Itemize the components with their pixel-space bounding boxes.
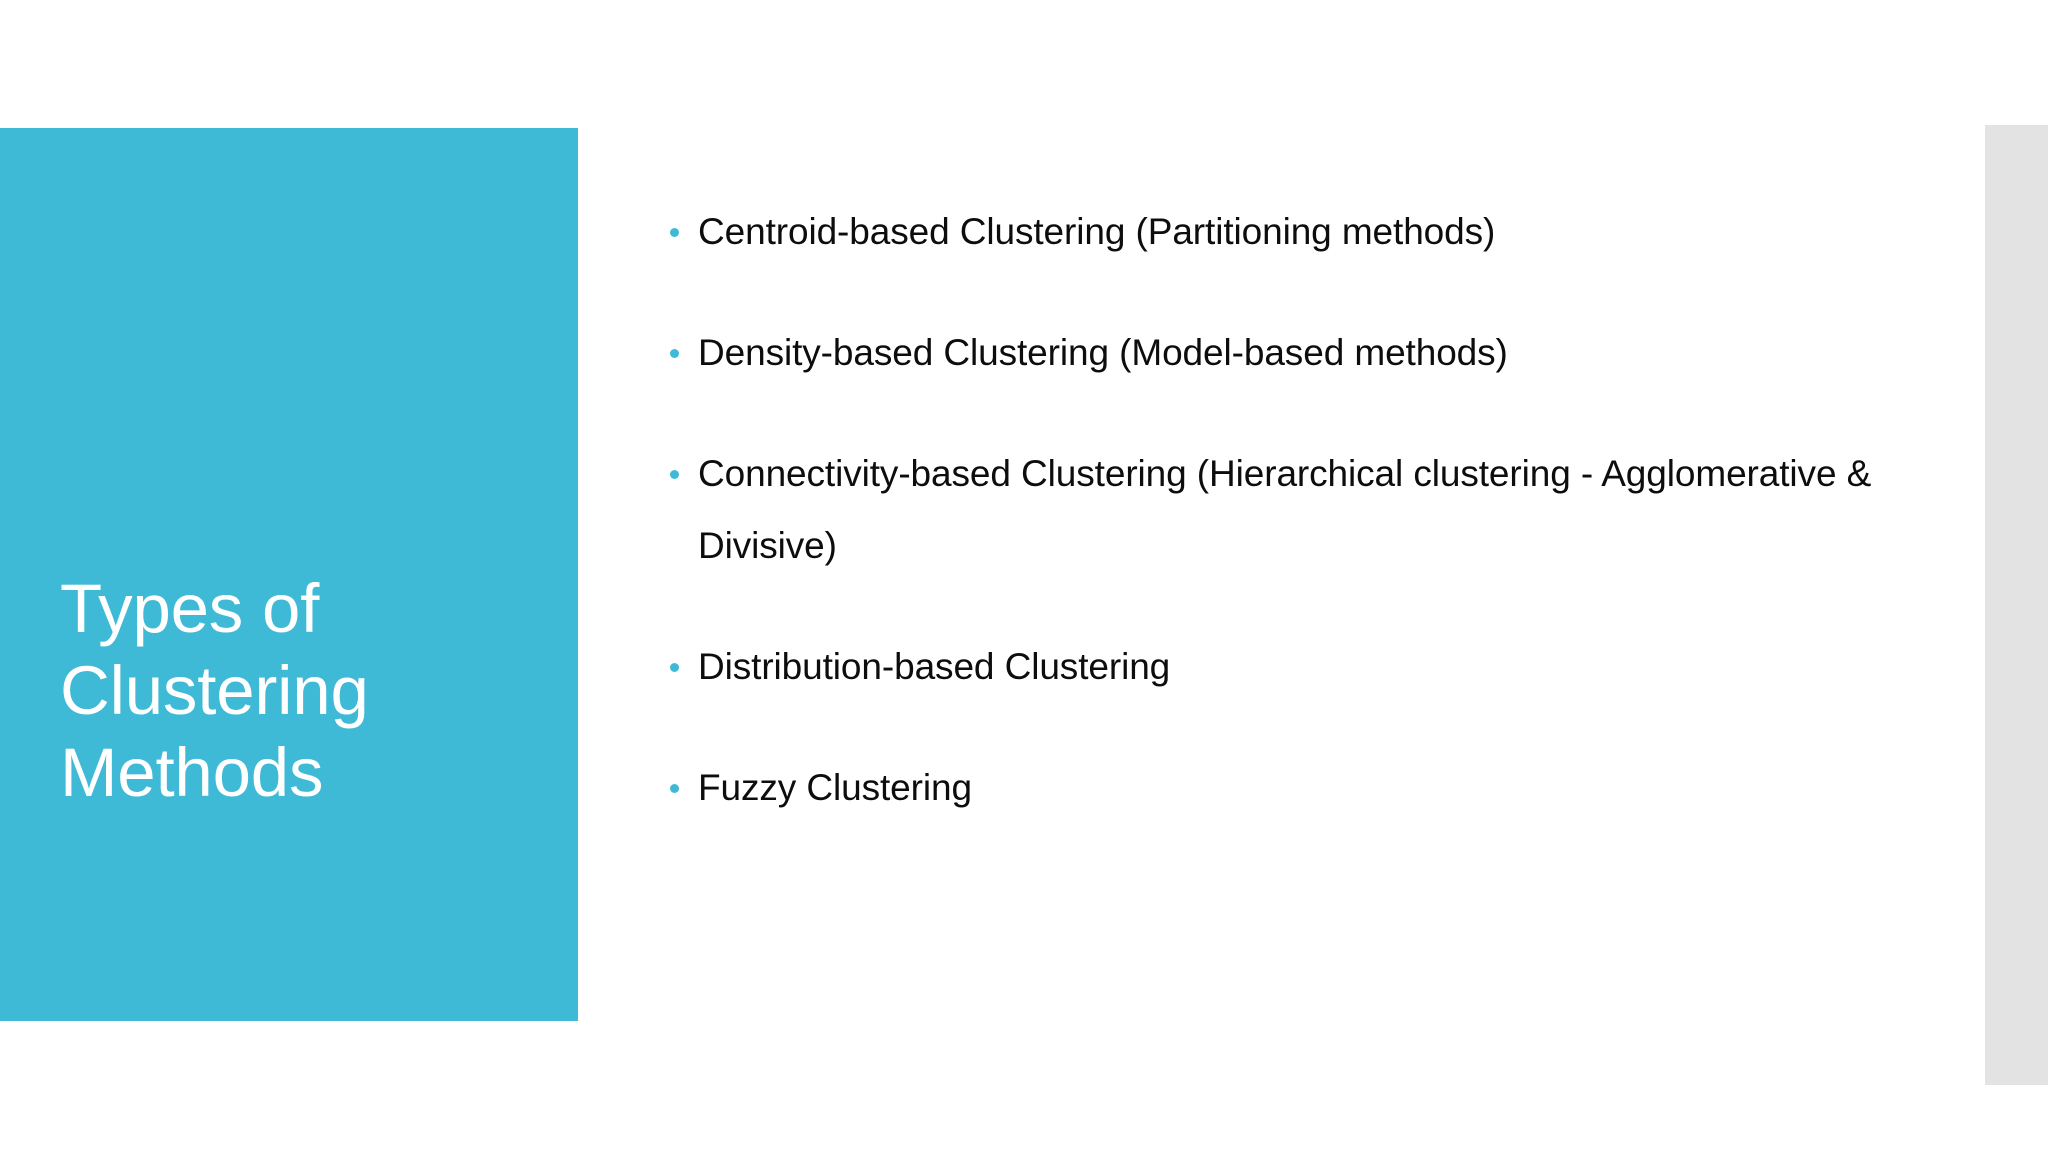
list-item-label: Fuzzy Clustering	[698, 767, 972, 808]
list-item-label: Connectivity-based Clustering (Hierarchi…	[698, 453, 1872, 566]
list-item-label: Density-based Clustering (Model-based me…	[698, 332, 1508, 373]
title-panel: Types of Clustering Methods	[0, 128, 578, 1021]
list-item: Centroid-based Clustering (Partitioning …	[660, 196, 1920, 268]
bullet-dot-icon	[670, 470, 679, 479]
list-item: Connectivity-based Clustering (Hierarchi…	[660, 438, 1920, 582]
bullet-dot-icon	[670, 663, 679, 672]
bullet-list: Centroid-based Clustering (Partitioning …	[660, 196, 1920, 824]
bullet-dot-icon	[670, 228, 679, 237]
bullet-dot-icon	[670, 349, 679, 358]
list-item: Distribution-based Clustering	[660, 631, 1920, 703]
right-edge-strip	[1985, 125, 2048, 1085]
bullet-dot-icon	[670, 784, 679, 793]
list-item: Density-based Clustering (Model-based me…	[660, 317, 1920, 389]
list-item: Fuzzy Clustering	[660, 752, 1920, 824]
list-item-label: Distribution-based Clustering	[698, 646, 1171, 687]
slide-title: Types of Clustering Methods	[60, 570, 369, 811]
list-item-label: Centroid-based Clustering (Partitioning …	[698, 211, 1496, 252]
